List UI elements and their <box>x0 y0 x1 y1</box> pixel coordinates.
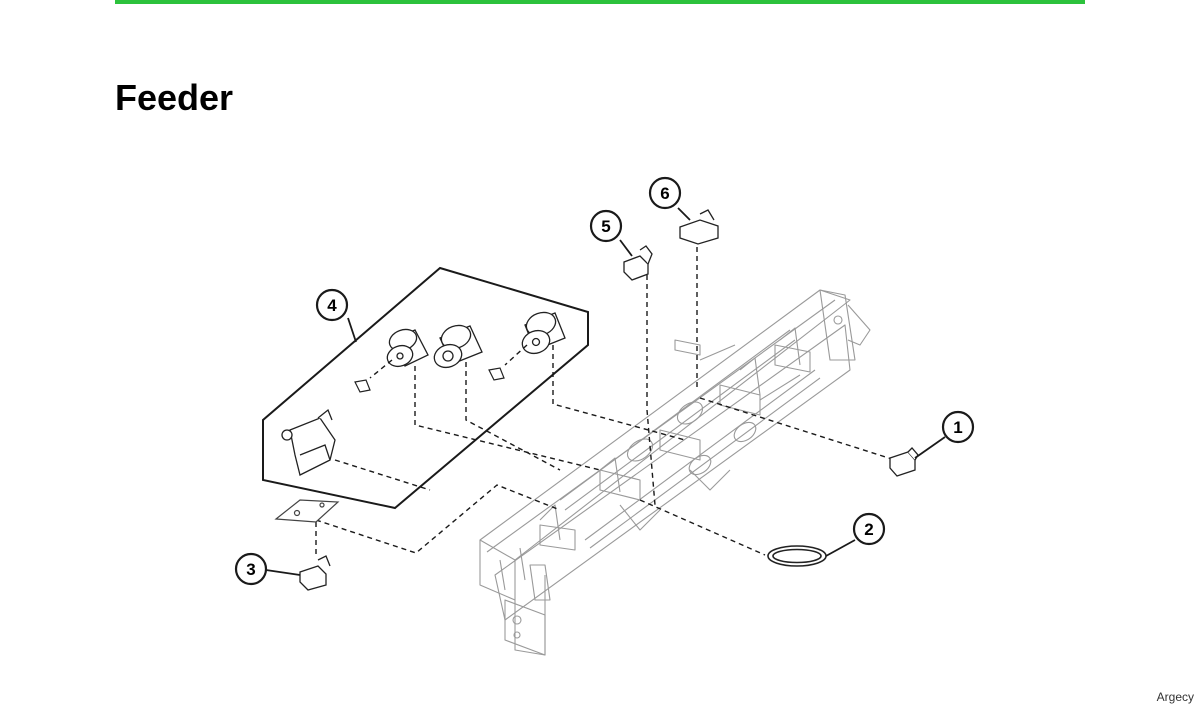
callout-2-number: 2 <box>864 520 873 539</box>
sensor-bracket-part <box>274 499 340 523</box>
callout-leaders <box>265 207 946 576</box>
callout-2: 2 <box>852 512 886 546</box>
callout-6-number: 6 <box>660 184 669 203</box>
callout-3: 3 <box>234 552 268 586</box>
retaining-clip <box>488 367 505 381</box>
sensor-part-3 <box>299 555 331 591</box>
sensor-part-1 <box>889 447 919 477</box>
watermark: Argecy <box>1156 690 1194 704</box>
drive-belt-part <box>767 545 827 567</box>
sensor-part-5 <box>623 245 653 281</box>
callout-1-number: 1 <box>953 418 962 437</box>
leader-lines <box>315 238 896 556</box>
callout-6: 6 <box>648 176 682 210</box>
sensor-part-6 <box>679 209 719 245</box>
callout-3-number: 3 <box>246 560 255 579</box>
separator-roller <box>521 311 566 355</box>
pick-roller <box>386 328 429 368</box>
retaining-clip <box>354 379 371 393</box>
callout-5-number: 5 <box>601 217 610 236</box>
feeder-frame <box>479 289 871 656</box>
feed-roller <box>433 324 483 369</box>
callout-4-number: 4 <box>327 296 337 315</box>
page-title: Feeder <box>115 77 234 118</box>
roller-kit-group <box>262 266 686 510</box>
callout-4: 4 <box>315 288 349 322</box>
roller-holder <box>281 408 336 476</box>
callout-5: 5 <box>589 209 623 243</box>
accent-bar <box>115 0 1085 4</box>
callout-1: 1 <box>941 410 975 444</box>
